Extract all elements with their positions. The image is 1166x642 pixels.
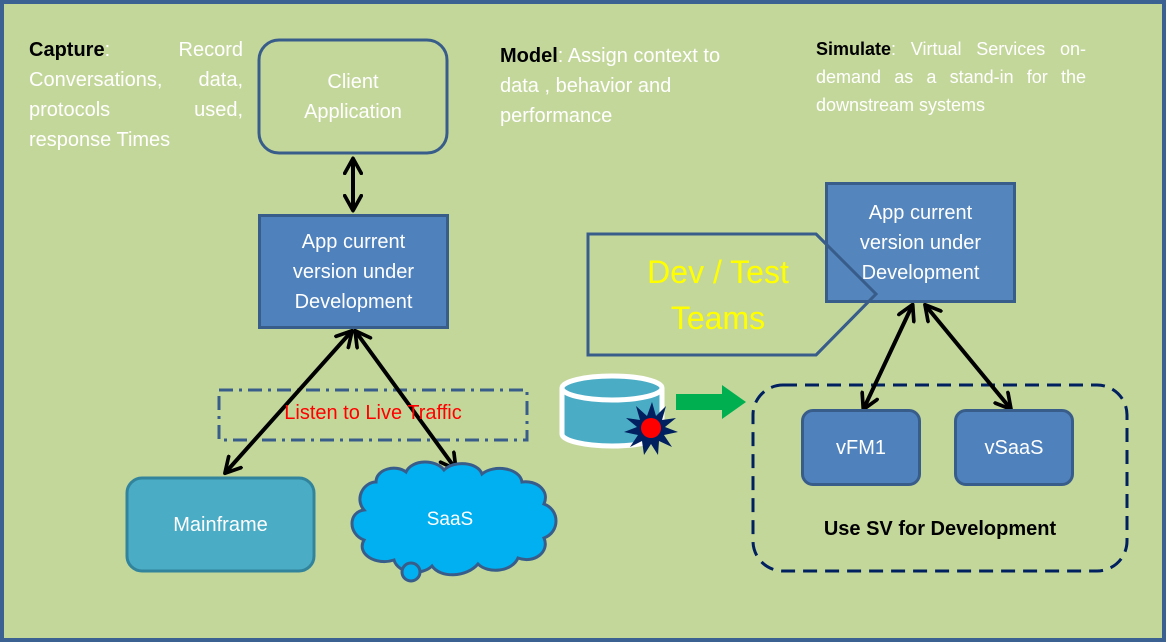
app-under-development-left: App current version under Development	[258, 214, 449, 329]
listen-live-traffic-label: Listen to Live Traffic	[284, 402, 462, 424]
mainframe-box	[125, 476, 316, 573]
app-under-development-left-text: App current version under Development	[292, 230, 415, 313]
saas-label: SaaS	[426, 509, 474, 530]
simulate-heading: Simulate	[816, 39, 892, 59]
connector-layer	[125, 38, 1129, 583]
arrow-app-saas	[356, 332, 455, 468]
vsaas-box: vSaaS	[954, 409, 1074, 486]
use-sv-label: Use SV for Development	[823, 518, 1057, 540]
app-under-development-right: App current version under Development	[825, 182, 1016, 303]
saas-cloud-shape	[350, 460, 558, 583]
vfm1-box: vFM1	[801, 409, 921, 486]
arrow-right-icon	[676, 385, 746, 419]
capture-caption: Capture: Record Conversations, data, pro…	[29, 35, 243, 155]
starburst-icon	[624, 402, 678, 455]
client-application-text: Client Application	[304, 70, 402, 123]
dev-test-teams-text: Dev / Test Teams	[647, 254, 789, 336]
cloud-bubble	[400, 561, 422, 583]
arrow-app-vfm1	[864, 306, 912, 408]
model-heading: Model	[500, 45, 558, 67]
dev-test-teams-label: Dev / Test Teams	[598, 240, 838, 350]
arrow-app-vsaas	[926, 306, 1010, 408]
app-under-development-right-text: App current version under Development	[859, 201, 982, 284]
client-application-label: Client Application	[279, 50, 427, 143]
simulate-caption: Simulate: Virtual Services on-demand as …	[816, 35, 1086, 119]
client-application-box	[257, 38, 449, 155]
arrow-app-mainframe	[226, 332, 351, 472]
mainframe-label: Mainframe	[173, 513, 268, 536]
model-text: : Assign context to data , behavior and …	[500, 45, 721, 127]
diagram-canvas: Capture: Record Conversations, data, pro…	[4, 4, 1162, 638]
capture-heading: Capture	[29, 39, 105, 61]
model-caption: Model: Assign context to data , behavior…	[500, 41, 740, 131]
capture-text: : Record Conversations, data, protocols …	[29, 39, 243, 151]
simulate-text: : Virtual Services on-demand as a stand-…	[816, 39, 1086, 115]
